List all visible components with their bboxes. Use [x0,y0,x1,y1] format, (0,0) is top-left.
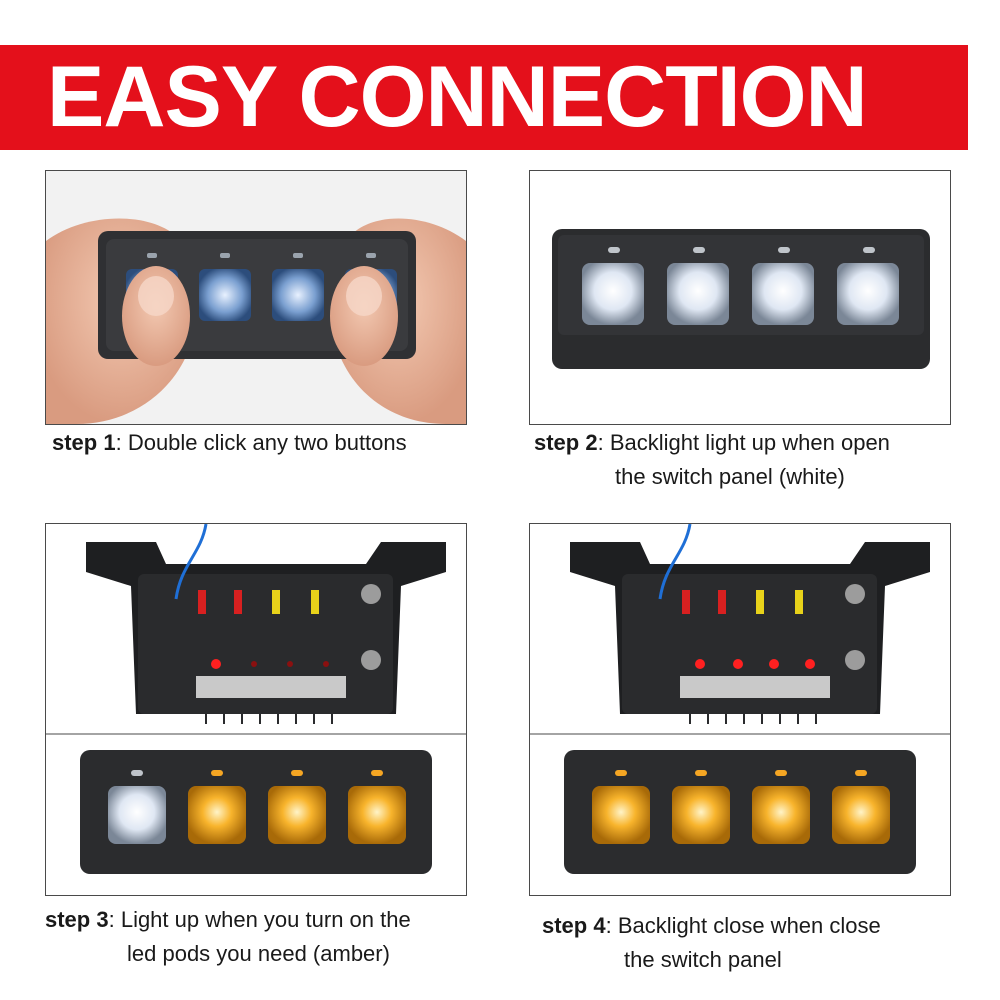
step1-image [45,170,467,425]
white-backlight-panel-illustration [552,229,930,369]
step2-text-line1: Backlight light up when open [609,430,890,455]
step1-caption: step 1: Double click any two buttons [52,430,407,455]
step4-caption: step 4: Backlight close when close the s… [542,909,881,977]
step4-image [529,523,951,896]
step4-label: step 4 [542,913,606,938]
step3-text-line1: Light up when you turn on the [120,907,411,932]
step2-image [529,170,951,425]
step4-text-line2: the switch panel [624,947,782,972]
step1-text: Double click any two buttons [127,430,407,455]
controller-and-panel-step4-illustration [530,524,950,874]
step3-caption: step 3: Light up when you turn on the le… [45,903,411,971]
controller-and-panel-step3-illustration [46,524,466,874]
step3-image [45,523,467,896]
step2-text-line2: the switch panel (white) [615,464,845,489]
step2-label: step 2 [534,430,598,455]
step4-text-line1: Backlight close when close [617,913,881,938]
step1-label: step 1 [52,430,116,455]
step3-label: step 3 [45,907,109,932]
step3-text-line2: led pods you need (amber) [127,941,390,966]
hands-switch-panel-illustration [46,171,466,424]
page-title: EASY CONNECTION [47,49,868,145]
step2-caption: step 2: Backlight light up when open the… [534,426,890,494]
header-banner [0,45,968,150]
